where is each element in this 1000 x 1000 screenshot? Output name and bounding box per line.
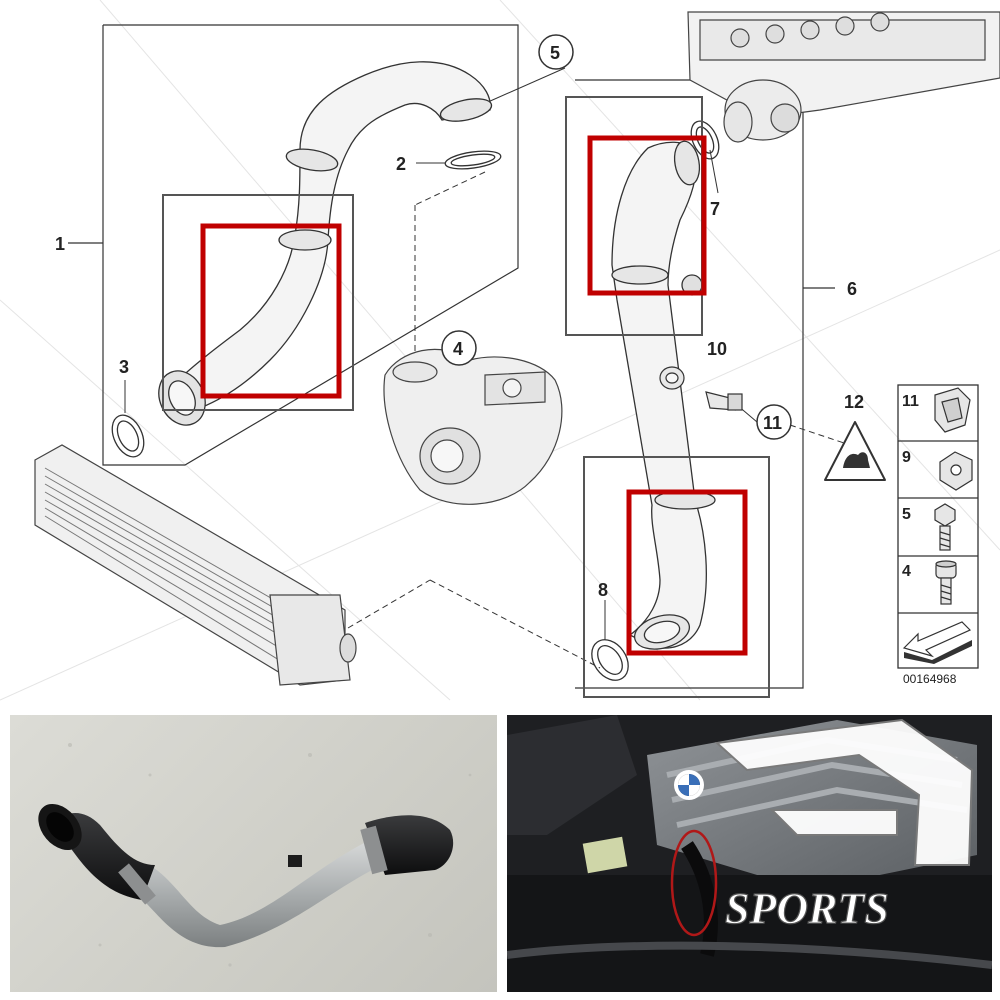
turbocharger-illustration	[383, 348, 563, 505]
highlight-box-upper-left	[200, 223, 342, 399]
aluminium-pipe	[138, 840, 382, 948]
charge-pipe-6	[611, 140, 716, 650]
svg-text:5: 5	[550, 43, 560, 63]
callout-6: 6	[847, 279, 857, 299]
highlight-box-lower-right	[626, 489, 748, 656]
intercooler-illustration	[34, 444, 357, 686]
seal-ring-3	[111, 414, 145, 458]
seal-ring-2	[444, 150, 502, 170]
circled-callout-11: 11	[756, 404, 792, 440]
seal-ring-7	[690, 120, 720, 160]
legend-label-4: 4	[902, 563, 911, 580]
highlight-boxes	[200, 135, 748, 656]
legend-label-5: 5	[902, 506, 911, 523]
diagram-number: 00164968	[903, 672, 957, 686]
seal-rings	[111, 120, 720, 681]
legend-label-11: 11	[902, 393, 919, 410]
highlight-circle	[670, 829, 718, 937]
direction-arrow-icon	[902, 621, 972, 664]
circled-callout-4: 4	[441, 330, 477, 366]
rubber-hose-right	[365, 815, 454, 875]
warning-label-12	[824, 421, 886, 481]
sticker	[582, 836, 628, 874]
clamp-right	[360, 825, 388, 875]
callout-7: 7	[710, 199, 720, 219]
callouts: 1 2 3 6 7 8 10 12	[55, 154, 864, 600]
sensor-part-10	[659, 366, 743, 411]
legend-label-9: 9	[902, 449, 911, 466]
clip-icon	[934, 387, 971, 433]
callout-1: 1	[55, 234, 65, 254]
pipe-photo	[10, 715, 497, 992]
hex-bolt-icon	[934, 503, 956, 551]
watermark-text: SPORTS	[725, 884, 889, 933]
nut-clip-icon	[939, 451, 973, 491]
sensor-port	[288, 855, 302, 867]
engine-bay-photo: SPORTS	[507, 715, 992, 992]
legend-labels: 11 9 5 4	[902, 393, 919, 580]
hardware-legend	[897, 384, 979, 669]
callout-leaders	[124, 67, 758, 640]
clamp-left	[118, 863, 156, 905]
highlight-box-upper-right	[587, 135, 707, 296]
brand-emblem	[674, 770, 704, 800]
charge-pipe-1	[158, 61, 493, 426]
engine-illustration	[687, 11, 1000, 143]
callout-12: 12	[844, 392, 864, 412]
seal-ring-8	[591, 639, 629, 681]
group-bracket-6	[575, 79, 835, 689]
callout-3: 3	[119, 357, 129, 377]
svg-text:11: 11	[763, 413, 782, 433]
svg-text:4: 4	[453, 339, 463, 359]
group-bracket-1	[68, 24, 519, 466]
callout-2: 2	[396, 154, 406, 174]
socket-screw-icon	[935, 560, 957, 605]
circled-callout-5: 5	[538, 34, 574, 70]
callout-10: 10	[707, 339, 727, 359]
callout-8: 8	[598, 580, 608, 600]
watermark-logo: SPORTS	[714, 718, 974, 934]
